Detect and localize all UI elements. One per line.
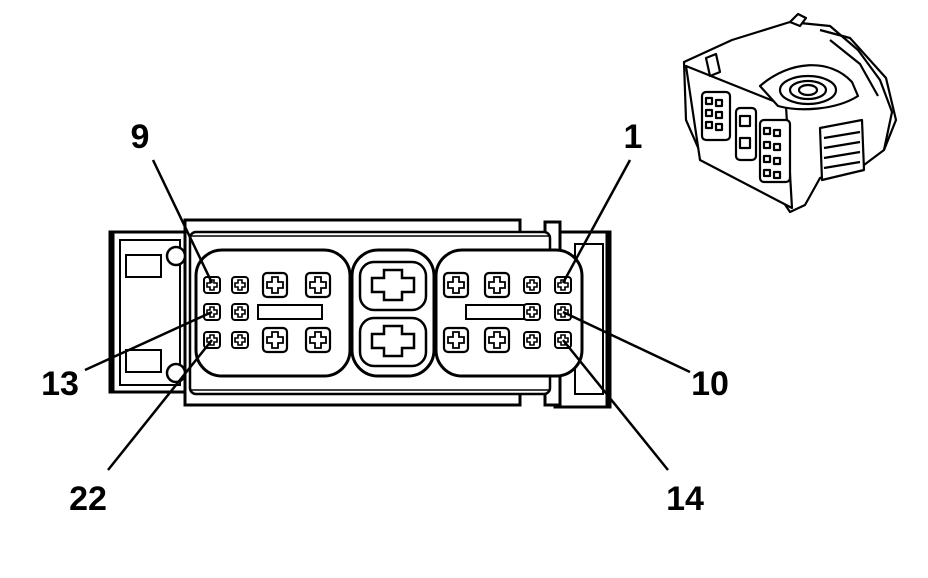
pin-label-1: 1 — [624, 118, 643, 156]
connector-3d-inset — [682, 12, 898, 214]
pin-label-9: 9 — [131, 118, 150, 156]
pin-label-13: 13 — [41, 365, 79, 403]
leader-lines — [84, 159, 691, 471]
pin-label-14: 14 — [666, 480, 704, 518]
pin-label-22: 22 — [69, 480, 107, 518]
pin-label-10: 10 — [691, 365, 729, 403]
center-pin-block — [370, 268, 416, 358]
